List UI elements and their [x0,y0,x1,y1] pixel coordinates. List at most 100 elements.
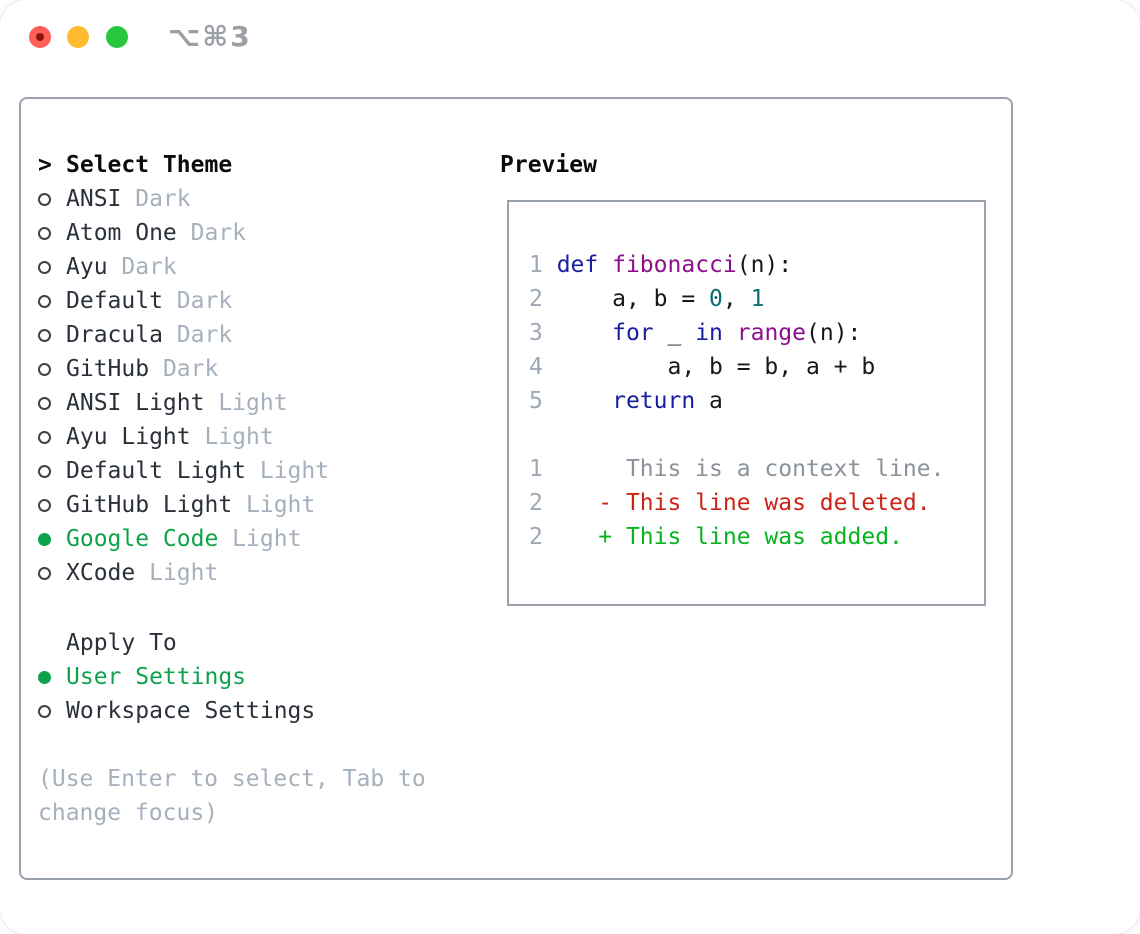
preview-line: 2 - This line was deleted. [529,486,984,520]
theme-name: Google Code [66,526,219,552]
radio-unselected-icon [38,566,51,580]
theme-name: GitHub [66,356,150,382]
theme-name: Dracula [66,322,163,348]
radio-selected-icon [38,670,51,684]
apply-to-option[interactable]: Workspace Settings [38,694,315,728]
theme-option[interactable]: Default Dark [38,284,329,318]
radio-selected-icon [38,532,51,546]
token-pln: a [695,388,723,414]
theme-option[interactable]: Default Light Light [38,454,329,488]
preview-blank-line [529,418,984,452]
token-num: 1 [529,456,543,482]
radio-unselected-icon [38,328,51,342]
theme-variant: Dark [107,254,177,280]
token-num: 1 [529,252,557,278]
apply-to-option[interactable]: User Settings [38,660,315,694]
radio-unselected-icon [38,396,51,410]
theme-variant: Light [190,424,274,450]
theme-option[interactable]: Google Code Light [38,522,329,556]
window-shortcut-label: ⌥⌘3 [168,20,252,53]
zoom-button[interactable] [106,26,128,48]
token-del: - This line was deleted. [542,490,931,516]
preview-line: 1 This is a context line. [529,452,984,486]
preview-line: 5 return a [529,384,984,418]
close-button[interactable] [29,26,51,48]
theme-option[interactable]: Ayu Dark [38,250,329,284]
theme-name: Ayu Light [66,424,191,450]
theme-option[interactable]: ANSI Dark [38,182,329,216]
token-num: 4 [529,354,557,380]
token-num: 2 [529,286,557,312]
token-kwd: for [612,320,654,346]
token-kwd: in [695,320,723,346]
title-bar: ⌥⌘3 [0,0,1140,74]
theme-option[interactable]: Dracula Dark [38,318,329,352]
radio-unselected-icon [38,226,51,240]
radio-unselected-icon [38,260,51,274]
theme-variant: Light [246,458,330,484]
token-add: + This line was added. [542,524,903,550]
theme-option[interactable]: Ayu Light Light [38,420,329,454]
token-lit: 0 [709,286,723,312]
token-num: 2 [529,490,543,516]
theme-option[interactable]: XCode Light [38,556,329,590]
radio-unselected-icon [38,704,51,718]
token-pln: (n): [736,252,793,278]
theme-option[interactable]: GitHub Light Light [38,488,329,522]
theme-variant: Dark [149,356,219,382]
minimize-button[interactable] [67,26,89,48]
theme-variant: Dark [162,288,233,314]
theme-option[interactable]: GitHub Dark [38,352,329,386]
theme-list-header: > Select Theme [38,148,329,182]
theme-variant: Dark [162,322,233,348]
theme-name: XCode [66,560,136,586]
selection-caret-icon: > [38,152,52,178]
radio-unselected-icon [38,192,51,206]
radio-unselected-icon [38,430,51,444]
apply-to-title: Apply To [66,630,177,656]
token-num: 5 [529,388,557,414]
token-pln [598,252,612,278]
preview-line: 1 def fibonacci(n): [529,248,984,282]
token-pln [723,320,737,346]
theme-name: Default Light [66,458,247,484]
token-pln [557,388,612,414]
theme-option[interactable]: Atom One Dark [38,216,329,250]
apply-to-label: Workspace Settings [66,698,316,724]
theme-name: ANSI Light [66,390,205,416]
preview-line: 2 + This line was added. [529,520,984,554]
radio-unselected-icon [38,464,51,478]
theme-variant: Light [232,492,316,518]
theme-option[interactable]: ANSI Light Light [38,386,329,420]
radio-unselected-icon [38,294,51,308]
token-kwd: def [556,252,599,278]
token-fn: fibonacci [612,252,737,278]
theme-variant: Dark [176,220,247,246]
theme-variant: Light [218,526,302,552]
theme-list-title: Select Theme [66,152,233,178]
token-pln: (n): [806,320,862,346]
theme-name: ANSI [66,186,122,212]
apply-to-label: User Settings [66,664,247,690]
theme-name: Atom One [66,220,177,246]
token-fn: range [736,320,806,346]
theme-name: GitHub Light [66,492,233,518]
radio-unselected-icon [38,362,51,376]
theme-name: Ayu [66,254,108,280]
hint-line-2: change focus) [38,800,219,826]
theme-name: Default [66,288,163,314]
token-num: 3 [529,320,557,346]
token-pln: _ [653,320,696,346]
preview-title: Preview [500,152,597,178]
token-lit: 1 [750,286,765,312]
keyboard-hint: (Use Enter to select, Tab to change focus… [38,762,426,830]
token-num: 2 [529,524,543,550]
hint-line-1: (Use Enter to select, Tab to [38,766,426,792]
token-pln [557,320,612,346]
token-ctx: This is a context line. [542,456,945,482]
